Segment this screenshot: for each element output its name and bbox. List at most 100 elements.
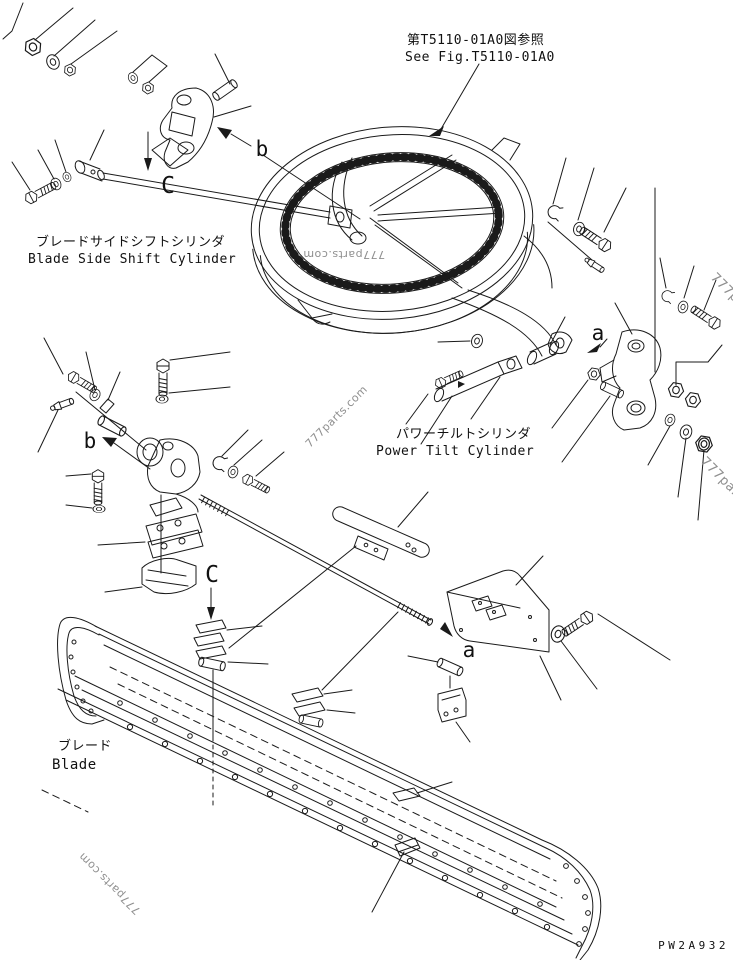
circle-frame-drawing: [250, 126, 573, 357]
guard-plate-part: [332, 506, 430, 561]
leader-lines: [551, 302, 723, 521]
nut-part: [61, 62, 79, 78]
blade-pin-blocks: [291, 687, 421, 857]
grease-fitting-part: [48, 396, 76, 414]
hex-bolt-part: [91, 469, 105, 506]
blade-left-end: [57, 616, 105, 725]
bracket-clip-part: [437, 687, 467, 723]
watermark-text: 777parts.com: [76, 850, 143, 917]
snap-ring-part: [545, 202, 564, 222]
clamp-plates-group: [97, 494, 204, 595]
hex-bolt-part: [559, 608, 596, 639]
see-fig-callout: [429, 63, 480, 136]
watermark-text: 777parts.com: [697, 454, 733, 533]
key-part: [99, 398, 115, 414]
section-marker-b-mid: b: [84, 429, 97, 453]
left-trunnion-bracket-group: [37, 337, 285, 514]
trunnion-yoke-part: [136, 437, 201, 513]
nut-part: [695, 435, 713, 453]
plate-part: [149, 497, 183, 517]
watermark-text: 777parts.com: [303, 248, 385, 261]
shim-plate-part: [195, 645, 227, 660]
lock-washer-part: [663, 412, 677, 428]
hex-bolt-part: [577, 224, 614, 254]
solid-arrow: [144, 158, 152, 171]
rod-end-part: [74, 160, 105, 182]
see-fig-label-en: See Fig.T5110-01A0: [405, 50, 555, 65]
trunnion-bracket-part: [599, 329, 662, 431]
hex-bolt-part: [156, 358, 170, 397]
leader-lines: [547, 157, 717, 311]
grease-fitting-part: [582, 255, 606, 275]
watermark-text: 777parts.com: [707, 270, 733, 349]
tilt-rod-group: [198, 494, 453, 637]
washer-part: [48, 176, 64, 192]
washer-part: [126, 70, 140, 86]
hex-bolt-part: [22, 179, 59, 206]
blade-label-jp: ブレード: [58, 738, 112, 754]
hex-bolt-part: [688, 303, 724, 332]
snap-ring-part: [659, 288, 676, 305]
blade-label-en: Blade: [52, 757, 97, 773]
pin-part: [210, 78, 240, 102]
leader-line: [262, 154, 361, 220]
shim-plate-part: [195, 619, 227, 634]
washer-part: [571, 220, 587, 238]
blade-right-end: [541, 839, 602, 960]
washer-part: [548, 623, 568, 645]
leader-lines: [37, 337, 285, 509]
bushing-part: [598, 380, 626, 400]
side-shift-label-jp: ブレードサイドシフトシリンダ: [36, 234, 225, 250]
snap-ring-part: [210, 454, 229, 473]
watermark-text: 777parts.com: [303, 383, 370, 450]
top-left-fastener-group: [2, 2, 331, 219]
blade-group: [41, 611, 602, 960]
nut-part: [683, 391, 703, 409]
side-shift-label-en: Blade Side Shift Cylinder: [28, 252, 236, 267]
thread-ticks: [201, 497, 429, 624]
right-fastener-group: [545, 157, 724, 353]
solid-arrow: [102, 437, 117, 447]
nut-part: [139, 80, 157, 96]
see-fig-label-jp: 第T5110-01A0図参照: [407, 32, 544, 48]
cylinder-rod-line: [102, 178, 331, 219]
leader-lines: [321, 611, 453, 913]
cutting-edge-bolt-holes: [117, 700, 551, 931]
clamp-block-part: [141, 557, 197, 595]
right-trunnion-bracket-group: [551, 187, 723, 521]
tilt-cylinder-group: [405, 316, 566, 445]
leader-line: [104, 586, 143, 593]
bolt-clamp-part: [145, 513, 204, 559]
leader-line: [97, 541, 146, 546]
labels: 第T5110-01A0図参照 See Fig.T5110-01A0 ブレードサイ…: [28, 32, 726, 952]
section-marker-b-top: b: [256, 137, 269, 161]
c-clamp-pieces-group: [193, 545, 357, 806]
leader-lines: [226, 545, 357, 665]
guard-plates-group: [332, 491, 671, 743]
section-marker-c-top: C: [161, 173, 175, 199]
tilt-label-en: Power Tilt Cylinder: [376, 444, 534, 459]
solid-arrow: [207, 607, 215, 620]
washer-part: [61, 170, 73, 184]
leader-lines: [11, 7, 252, 191]
washer-part: [226, 464, 240, 480]
solid-arrow: [429, 126, 444, 136]
section-marker-a-right: a: [592, 321, 605, 345]
solid-arrow: [440, 622, 453, 637]
bushing-part: [96, 414, 128, 438]
leader-lines: [397, 491, 671, 743]
cylinder-rod-pin-part: [526, 340, 560, 366]
washer-part: [43, 52, 63, 72]
washer-part: [676, 299, 690, 315]
tilt-cylinder-part: [433, 355, 523, 403]
section-marker-a-mid: a: [463, 638, 476, 662]
shim-plate-part: [193, 632, 225, 647]
clevis-bracket-part: [151, 87, 214, 169]
washer-part: [469, 332, 485, 350]
cylinder-rod-line: [102, 172, 331, 213]
solid-arrow: [587, 343, 601, 353]
nut-part: [586, 366, 602, 382]
flange-nut-part: [21, 36, 45, 58]
solid-arrow: [217, 127, 232, 139]
